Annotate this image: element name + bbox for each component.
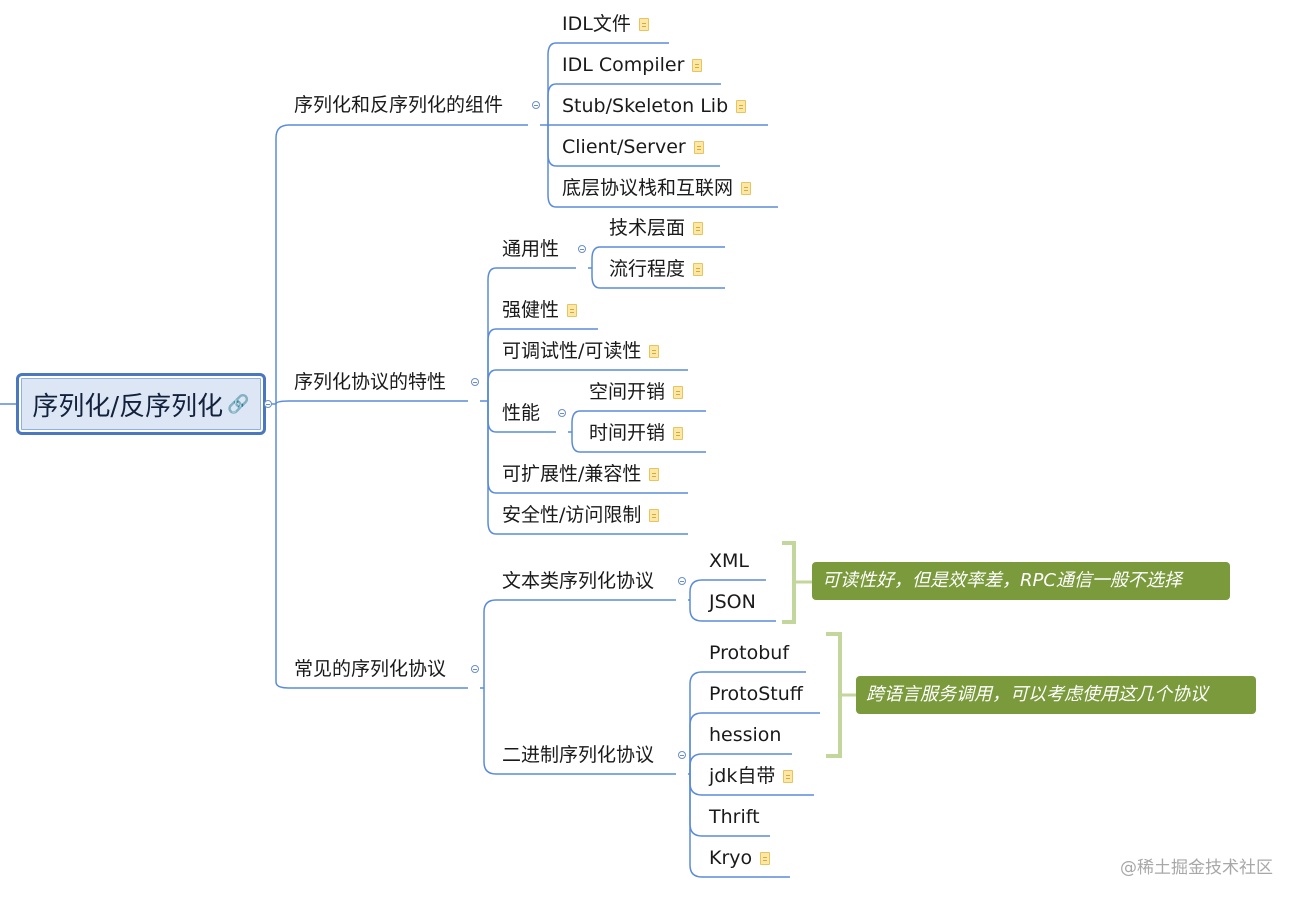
topic-label: 技术层面 [609,217,686,239]
root-label: 序列化/反序列化 [32,391,224,422]
topic-client-server[interactable]: Client/Server [562,135,704,159]
collapse-icon[interactable] [678,577,686,585]
topic-label: 性能 [502,402,541,424]
collapse-icon[interactable] [532,101,540,109]
topic-xml[interactable]: XML [709,549,749,573]
topic-label: 序列化协议的特性 [294,371,447,393]
callout-binary-protocols[interactable]: 跨语言服务调用，可以考虑使用这几个协议 [856,676,1256,714]
collapse-icon[interactable] [578,245,586,253]
topic-technical-level[interactable]: 技术层面 [609,216,704,240]
topic-label: XML [709,550,749,572]
topic-label: 序列化和反序列化的组件 [294,94,504,116]
callout-text-protocols[interactable]: 可读性好，但是效率差，RPC通信一般不选择 [812,562,1230,600]
note-icon[interactable] [673,427,684,440]
note-icon[interactable] [567,304,578,317]
note-icon[interactable] [783,770,794,783]
topic-label: 安全性/访问限制 [502,504,642,526]
topic-label: 底层协议栈和互联网 [562,177,734,199]
note-icon[interactable] [741,182,752,195]
topic-extensibility[interactable]: 可扩展性/兼容性 [502,462,660,486]
note-icon[interactable] [649,468,660,481]
topic-label: hession [709,724,782,746]
topic-hession[interactable]: hession [709,723,781,747]
watermark: @稀土掘金技术社区 [1120,858,1273,878]
topic-jdk[interactable]: jdk自带 [709,764,794,788]
topic-label: Kryo [709,847,753,869]
topic-space-overhead[interactable]: 空间开销 [589,380,684,404]
topic-label: 文本类序列化协议 [502,570,655,592]
topic-security[interactable]: 安全性/访问限制 [502,503,660,527]
callout-label: 可读性好，但是效率差，RPC通信一般不选择 [822,570,1182,591]
topic-text-protocols[interactable]: 文本类序列化协议 [502,569,654,593]
topic-thrift[interactable]: Thrift [709,805,760,829]
topic-performance[interactable]: 性能 [502,401,540,425]
topic-debuggability[interactable]: 可调试性/可读性 [502,339,660,363]
topic-generality[interactable]: 通用性 [502,237,559,261]
topic-label: jdk自带 [709,765,776,787]
topic-time-overhead[interactable]: 时间开销 [589,421,684,445]
note-icon[interactable] [649,345,660,358]
link-icon[interactable]: 🔗 [227,393,250,415]
topic-idl-compiler[interactable]: IDL Compiler [562,53,703,77]
topic-label: Client/Server [562,136,686,158]
topic-label: IDL文件 [562,13,631,35]
topic-components[interactable]: 序列化和反序列化的组件 [294,93,503,117]
topic-kryo[interactable]: Kryo [709,846,771,870]
topic-idl-file[interactable]: IDL文件 [562,12,649,36]
note-icon[interactable] [760,852,771,865]
topic-label: 空间开销 [589,381,666,403]
note-icon[interactable] [736,100,747,113]
bracket-binary [826,632,842,758]
topic-label: 流行程度 [609,258,686,280]
collapse-icon[interactable] [471,378,479,386]
topic-label: 可扩展性/兼容性 [502,463,642,485]
topic-label: 可调试性/可读性 [502,340,642,362]
topic-label: IDL Compiler [562,54,685,76]
topic-label: 常见的序列化协议 [294,658,447,680]
note-icon[interactable] [693,222,704,235]
topic-robustness[interactable]: 强健性 [502,298,578,322]
topic-binary-protocols[interactable]: 二进制序列化协议 [502,743,654,767]
note-icon[interactable] [673,386,684,399]
note-icon[interactable] [693,263,704,276]
topic-label: 时间开销 [589,422,666,444]
topic-label: ProtoStuff [709,683,803,705]
collapse-icon[interactable] [264,400,272,408]
collapse-icon[interactable] [678,751,686,759]
topic-protostuff[interactable]: ProtoStuff [709,682,803,706]
topic-stub-skeleton[interactable]: Stub/Skeleton Lib [562,94,747,118]
root-topic[interactable]: 序列化/反序列化 🔗 [16,373,266,435]
topic-label: 通用性 [502,238,560,260]
topic-label: 二进制序列化协议 [502,744,655,766]
note-icon[interactable] [692,59,703,72]
topic-popularity[interactable]: 流行程度 [609,257,704,281]
topic-common-protocols[interactable]: 常见的序列化协议 [294,657,446,681]
topic-label: Thrift [709,806,760,828]
topic-protocol-stack[interactable]: 底层协议栈和互联网 [562,176,752,200]
note-icon[interactable] [638,18,649,31]
topic-label: JSON [709,591,756,613]
topic-label: 强健性 [502,299,560,321]
topic-protobuf[interactable]: Protobuf [709,641,789,665]
collapse-icon[interactable] [471,665,479,673]
topic-label: Protobuf [709,642,790,664]
bracket-text-based [782,541,796,624]
topic-features[interactable]: 序列化协议的特性 [294,370,446,394]
note-icon[interactable] [693,141,704,154]
collapse-icon[interactable] [558,409,566,417]
note-icon[interactable] [649,509,660,522]
callout-label: 跨语言服务调用，可以考虑使用这几个协议 [866,684,1208,705]
topic-json[interactable]: JSON [709,590,756,614]
topic-label: Stub/Skeleton Lib [562,95,729,117]
